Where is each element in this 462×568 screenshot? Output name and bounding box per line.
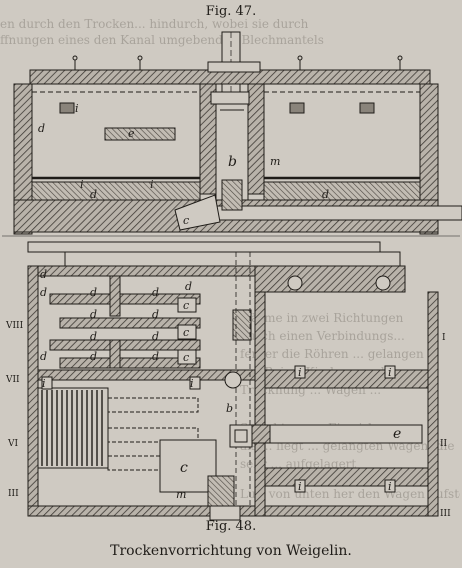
label-c-large: c — [180, 460, 188, 476]
label-d: d — [322, 188, 329, 201]
label-b: b — [226, 402, 233, 415]
section-mark-III-right: III — [440, 509, 451, 519]
label-c: c — [183, 326, 189, 339]
figure-47-label: Fig. 47. — [205, 4, 257, 19]
bleed-text-line: ffnungen eines den Kanal umgebenden Blec… — [0, 33, 324, 47]
label-d: d — [152, 308, 159, 321]
label-d: d — [40, 268, 47, 281]
bleed-text-line: Wärme in zwei Richtungen — [240, 311, 404, 325]
label-m: m — [176, 488, 186, 501]
section-mark-VIII: VIII — [5, 321, 24, 331]
label-i: i — [150, 178, 154, 191]
label-e: e — [128, 127, 135, 140]
bleed-text-line: en durch den Trocken... hindurch, wobei … — [0, 17, 309, 31]
figure-47-drawing — [2, 31, 462, 237]
label-d: d — [152, 286, 159, 299]
label-d: d — [185, 280, 192, 293]
label-i: i — [190, 377, 194, 390]
label-c: c — [183, 214, 189, 227]
label-d: d — [40, 286, 47, 299]
section-mark-VII: VII — [5, 375, 20, 385]
label-d: d — [152, 350, 159, 363]
bleed-text-line: durch einen Verbindungs... — [240, 329, 405, 343]
label-i: i — [298, 480, 302, 493]
label-i: i — [388, 480, 392, 493]
label-d: d — [90, 330, 97, 343]
label-c: c — [183, 351, 189, 364]
label-d: d — [152, 330, 159, 343]
section-mark-VI: VI — [7, 439, 18, 449]
label-d: d — [90, 188, 97, 201]
label-e: e — [393, 426, 401, 442]
figure-48-label: Fig. 48. — [205, 519, 257, 534]
label-i: i — [388, 366, 392, 379]
label-i: i — [80, 178, 84, 191]
label-i: i — [298, 366, 302, 379]
label-d: d — [90, 286, 97, 299]
label-b: b — [228, 154, 237, 170]
label-d: d — [90, 308, 97, 321]
label-c: c — [183, 299, 189, 312]
label-i: i — [75, 102, 79, 115]
label-m: m — [270, 155, 280, 168]
label-i: i — [42, 377, 46, 390]
label-d: d — [40, 350, 47, 363]
label-d: d — [90, 350, 97, 363]
figure-48-drawing — [27, 241, 439, 521]
section-mark-II: II — [440, 439, 448, 449]
label-d: d — [38, 122, 45, 135]
bleed-text-line: ferner die Röhren ... gelangen — [240, 347, 424, 361]
section-mark-III: III — [8, 489, 19, 499]
section-mark-I: I — [442, 333, 446, 343]
figure-caption: Trockenvorrichtung von Weigelin. — [110, 543, 352, 559]
